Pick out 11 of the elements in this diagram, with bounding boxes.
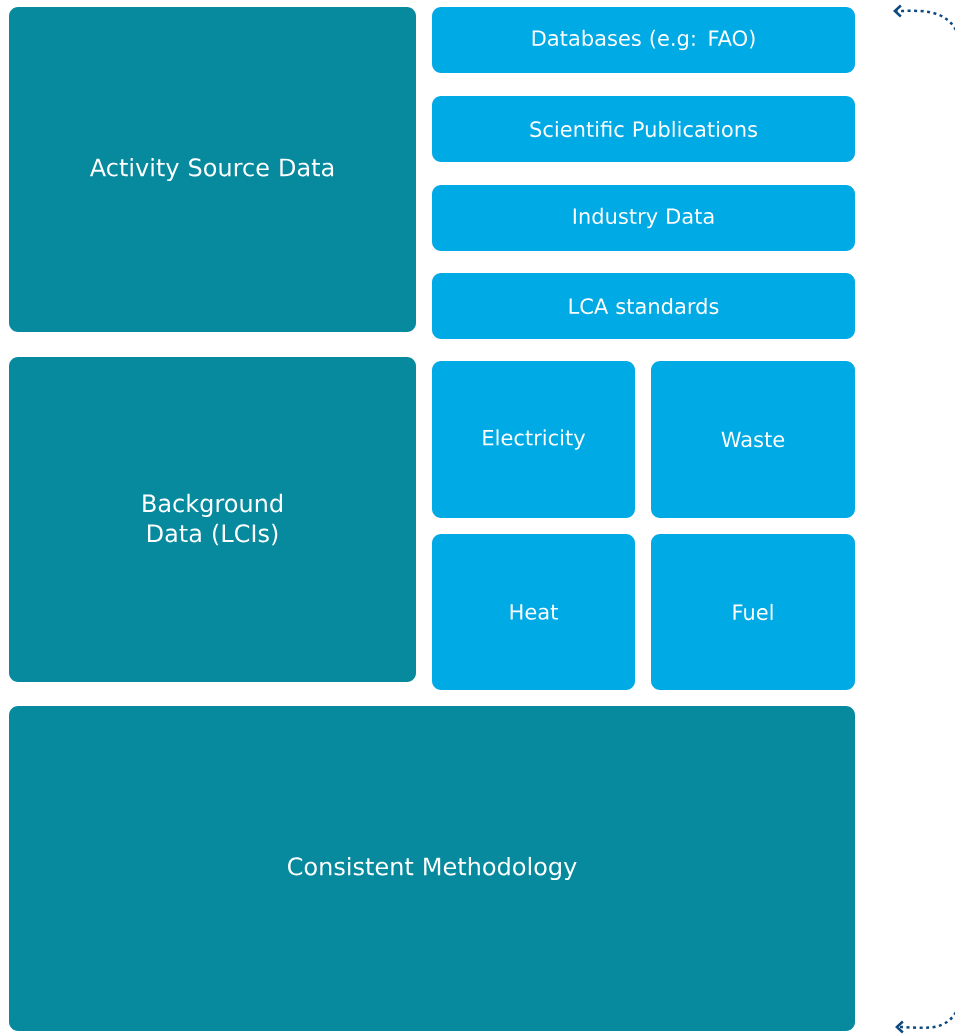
item-box: Industry Data bbox=[432, 185, 855, 251]
item-box: Fuel bbox=[651, 534, 855, 690]
item-box: LCA standards bbox=[432, 273, 855, 339]
category-box: Activity Source Data bbox=[9, 7, 416, 332]
item-box: Heat bbox=[432, 534, 635, 690]
item-box: Databases (e.g: FAO) bbox=[432, 7, 855, 73]
item-box: Electricity bbox=[432, 361, 635, 518]
item-box: Scientific Publications bbox=[432, 96, 855, 162]
category-box: Consistent Methodology bbox=[9, 706, 855, 1031]
item-box: Waste bbox=[651, 361, 855, 518]
category-box: Background Data (LCIs) bbox=[9, 357, 416, 682]
